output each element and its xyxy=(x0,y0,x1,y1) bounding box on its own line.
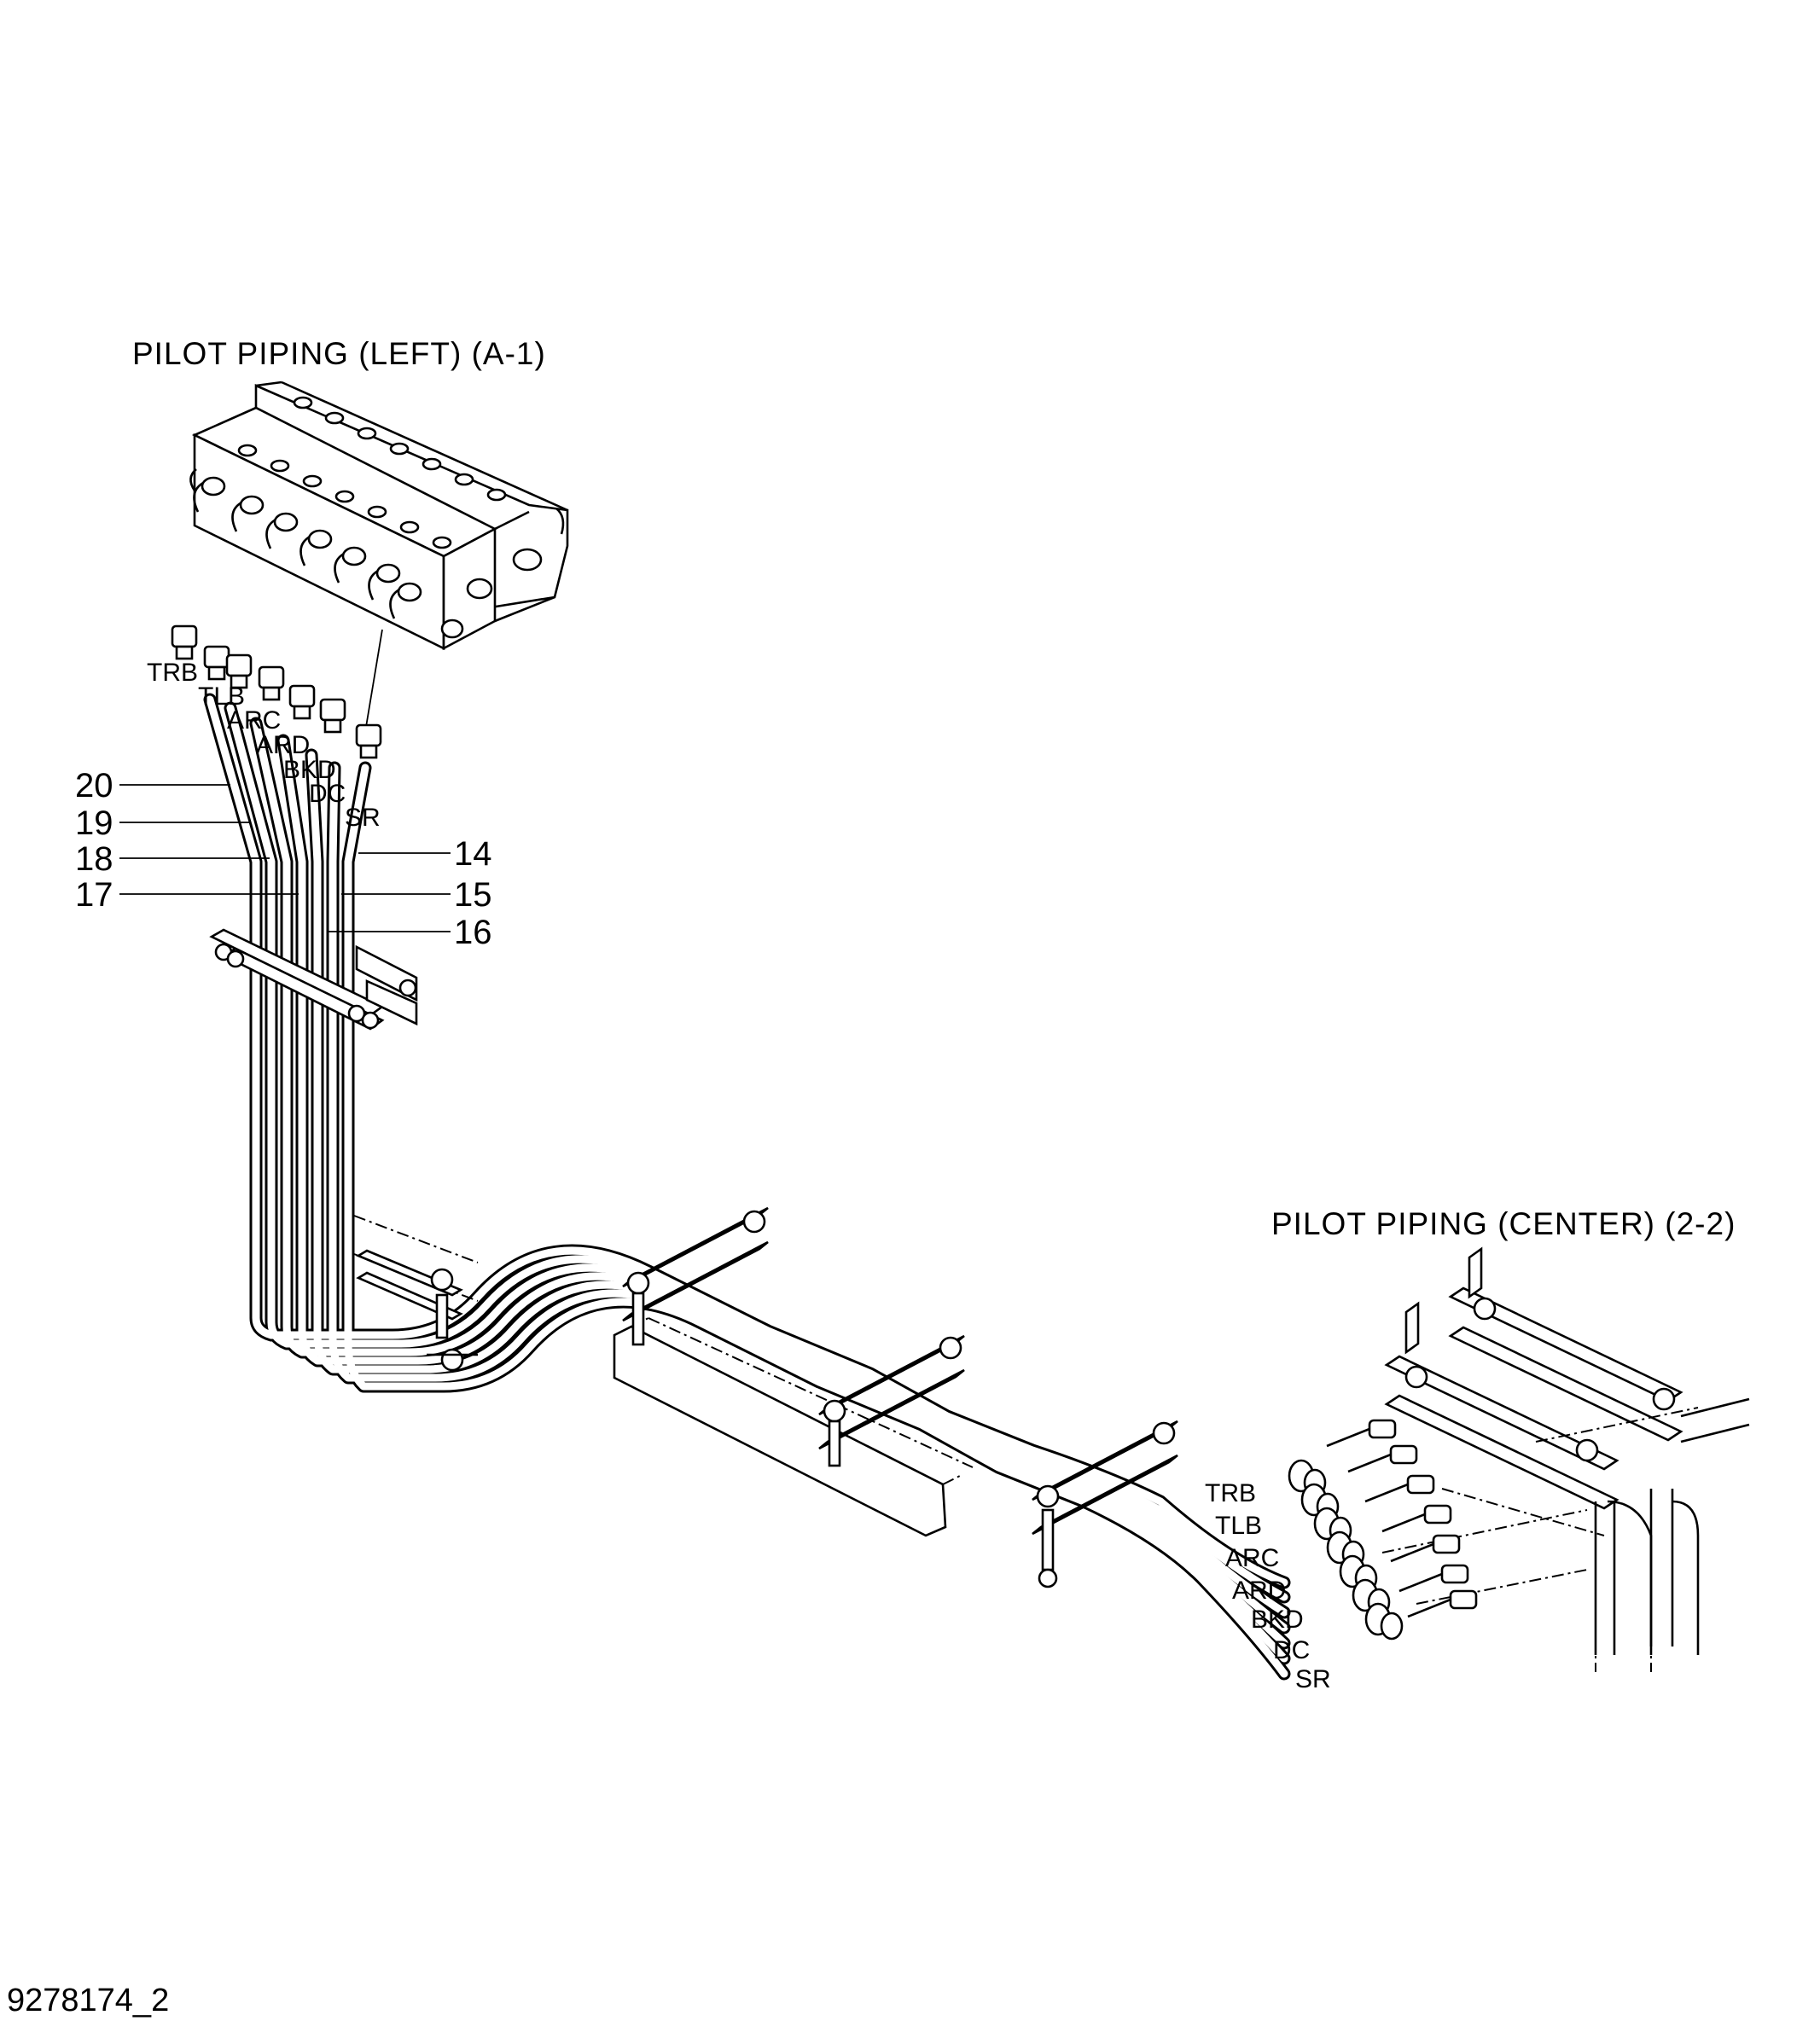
tag-bkd-left: BKD xyxy=(283,756,336,784)
title-pilot-piping-center: PILOT PIPING (CENTER) (2-2) xyxy=(1271,1206,1736,1241)
callout-17: 17 xyxy=(75,876,113,914)
title-pilot-piping-left: PILOT PIPING (LEFT) (A-1) xyxy=(132,336,546,371)
callout-18: 18 xyxy=(75,840,113,878)
tag-trb-center: TRB xyxy=(1205,1479,1256,1507)
left-fitting-tags: TRB TLB ARC ARD BKD DC SR xyxy=(147,659,381,832)
center-mating-fittings xyxy=(1326,1419,1478,1618)
callout-16: 16 xyxy=(454,914,492,951)
bend-support-bracket xyxy=(353,1215,479,1372)
tag-sr-center: SR xyxy=(1295,1665,1331,1693)
tag-ard-center: ARD xyxy=(1232,1577,1286,1605)
callout-20: 20 xyxy=(75,767,113,804)
tag-bkd-center: BKD xyxy=(1251,1606,1304,1634)
center-frame-structure xyxy=(1381,1246,1750,1672)
tag-arc-center: ARC xyxy=(1225,1544,1279,1572)
pilot-valve-manifold xyxy=(189,380,569,733)
middle-clamp-2 xyxy=(818,1334,965,1467)
manifold-top-ports xyxy=(237,396,507,549)
tag-arc-left: ARC xyxy=(227,706,281,735)
upper-pipe-clamp xyxy=(209,928,418,1031)
middle-support-channel xyxy=(613,1317,974,1537)
manifold-elbow-fittings xyxy=(193,476,422,619)
end-plug xyxy=(512,548,543,572)
pilot-pipe-bundle xyxy=(203,693,1291,1681)
middle-clamp-3 xyxy=(1032,1420,1178,1588)
tag-dc-center: DC xyxy=(1273,1636,1310,1664)
drawing-code: 9278174_2 xyxy=(7,1983,169,2018)
tag-sr-left: SR xyxy=(345,804,381,832)
tag-tlb-center: TLB xyxy=(1215,1512,1262,1540)
center-pipe-fittings xyxy=(1288,1459,1404,1641)
callout-19: 19 xyxy=(75,804,113,842)
tag-ard-left: ARD xyxy=(256,731,310,759)
tag-dc-left: DC xyxy=(309,780,346,808)
callouts-left: 20 19 18 17 xyxy=(75,767,299,914)
left-pipe-fittings xyxy=(171,624,382,759)
end-plug xyxy=(466,578,493,600)
center-fitting-tags: TRB TLB ARC ARD BKD DC SR xyxy=(1205,1479,1331,1693)
callout-14: 14 xyxy=(454,835,492,873)
tag-trb-left: TRB xyxy=(147,659,198,687)
callouts-right: 14 15 16 xyxy=(328,835,492,951)
end-plug xyxy=(440,618,464,639)
middle-clamp-1 xyxy=(622,1206,769,1346)
callout-15: 15 xyxy=(454,876,492,914)
tag-tlb-left: TLB xyxy=(198,682,245,711)
